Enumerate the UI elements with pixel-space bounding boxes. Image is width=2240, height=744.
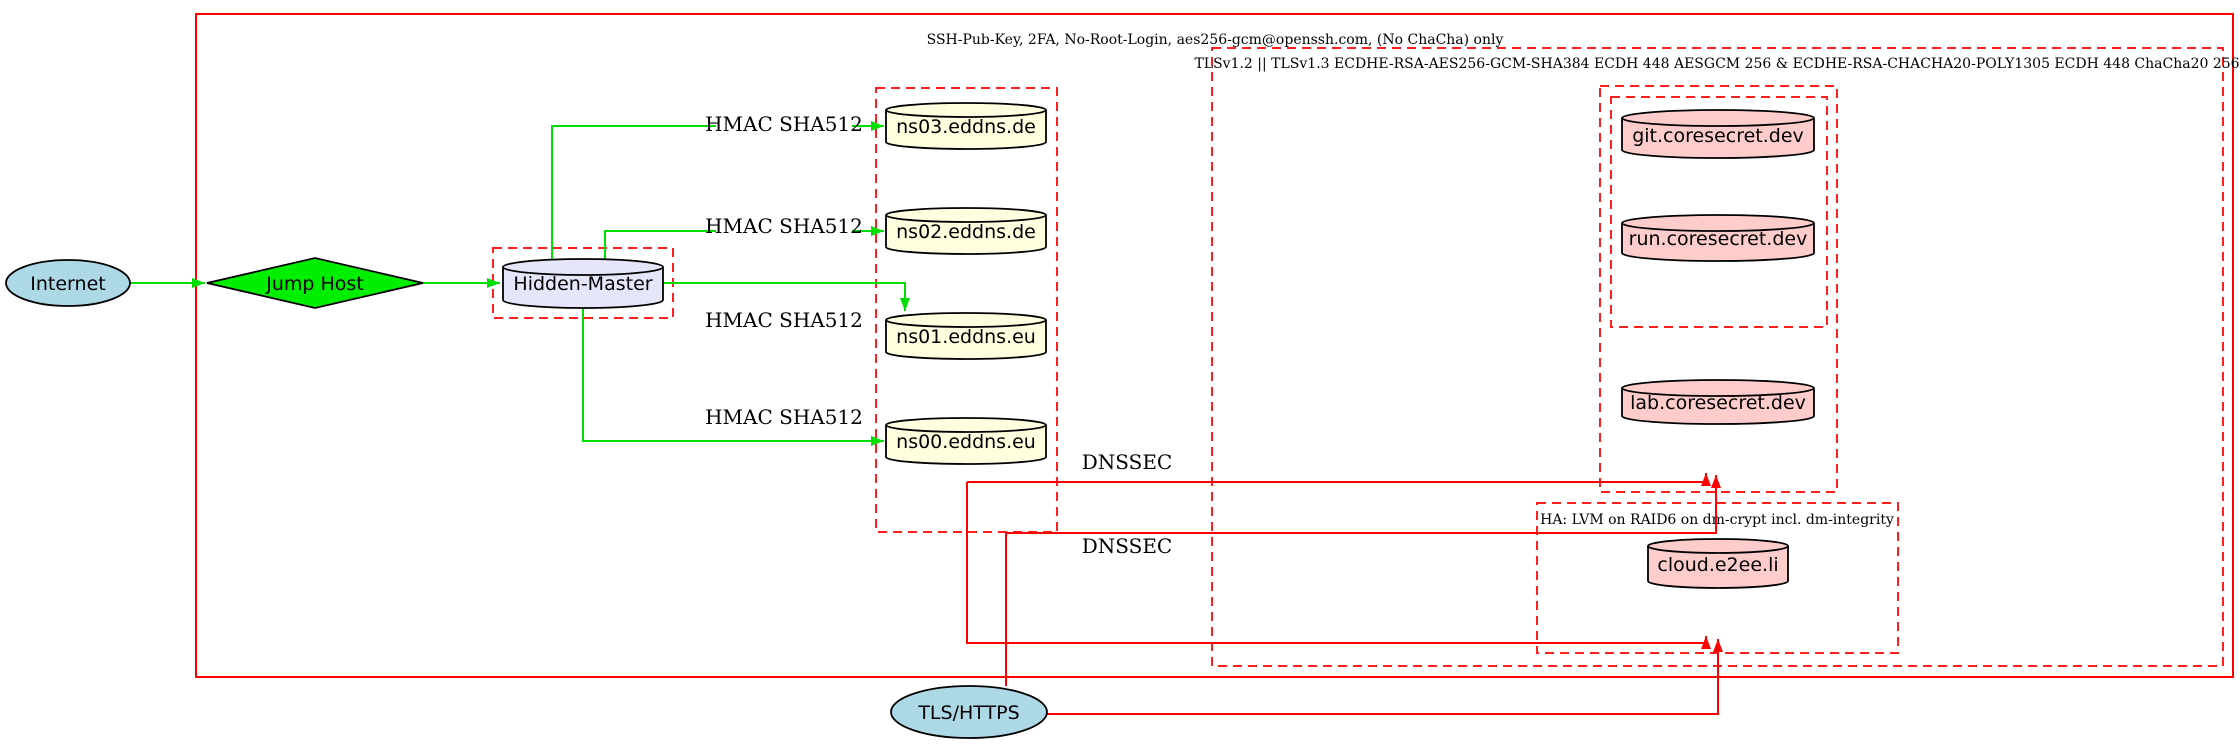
node-ns01: ns01.eddns.eu: [885, 312, 1047, 360]
edge-tls-lab-cluster: [1005, 475, 1721, 686]
node-ns00: ns00.eddns.eu: [885, 417, 1047, 465]
svg-text:ns01.eddns.eu: ns01.eddns.eu: [896, 326, 1036, 348]
svg-text:Internet: Internet: [30, 273, 105, 295]
edge-label-hmac-1: HMAC SHA512: [705, 112, 863, 136]
cluster-eddns-box: [875, 87, 1058, 533]
cluster-tls-label: TLSv1.2 || TLSv1.3 ECDHE-RSA-AES256-GCM-…: [1194, 56, 2239, 72]
edge-label-hmac-4: HMAC SHA512: [705, 405, 863, 429]
node-hidden-master: Hidden-Master: [502, 258, 664, 309]
svg-text:ns02.eddns.de: ns02.eddns.de: [896, 221, 1036, 243]
node-git-coresecret: git.coresecret.dev: [1621, 109, 1815, 159]
edge-label-hmac-2: HMAC SHA512: [705, 214, 863, 238]
cluster-coresecret-outer-box: [1599, 85, 1838, 493]
cluster-ha-label: HA: LVM on RAID6 on dm-crypt incl. dm-in…: [1540, 512, 1894, 528]
svg-text:HMAC SHA512: HMAC SHA512: [705, 214, 863, 238]
cluster-ssh-box: [195, 13, 2234, 678]
node-cloud-e2ee: cloud.e2ee.li: [1647, 538, 1789, 589]
edge-tls-ha-cluster: [1047, 639, 1723, 715]
svg-text:git.coresecret.dev: git.coresecret.dev: [1632, 125, 1804, 147]
svg-text:run.coresecret.dev: run.coresecret.dev: [1629, 228, 1808, 250]
edge-dnssec-lab-cluster: [967, 473, 1711, 486]
node-internet: Internet: [5, 259, 131, 307]
edge-hiddenmaster-ns03: [551, 121, 884, 260]
edge-label-dnssec-1: DNSSEC: [1082, 450, 1173, 474]
node-lab-coresecret: lab.coresecret.dev: [1621, 379, 1815, 425]
svg-text:ns00.eddns.eu: ns00.eddns.eu: [896, 431, 1036, 453]
cluster-coresecret-inner-box: [1610, 96, 1828, 328]
svg-text:ns03.eddns.de: ns03.eddns.de: [896, 116, 1036, 138]
svg-text:TLS/HTTPS: TLS/HTTPS: [917, 702, 1019, 724]
node-tls-https: TLS/HTTPS: [890, 685, 1048, 739]
svg-text:HMAC SHA512: HMAC SHA512: [705, 308, 863, 332]
edge-dnssec-ha-cluster: [966, 482, 1711, 649]
node-run-coresecret: run.coresecret.dev: [1621, 214, 1815, 262]
edge-hiddenmaster-ns00: [582, 308, 884, 446]
edge-label-hmac-3: HMAC SHA512: [705, 308, 863, 332]
node-ns03: ns03.eddns.de: [885, 102, 1047, 150]
edge-hiddenmaster-ns01: [663, 282, 910, 311]
edge-label-dnssec-2: DNSSEC: [1082, 534, 1173, 558]
cluster-ssh-label: SSH-Pub-Key, 2FA, No-Root-Login, aes256-…: [927, 32, 1504, 48]
svg-text:lab.coresecret.dev: lab.coresecret.dev: [1630, 392, 1806, 414]
node-jump-host: Jump Host: [206, 257, 424, 309]
svg-text:HMAC SHA512: HMAC SHA512: [705, 112, 863, 136]
svg-text:cloud.e2ee.li: cloud.e2ee.li: [1657, 554, 1778, 576]
node-ns02: ns02.eddns.de: [885, 207, 1047, 255]
svg-text:Hidden-Master: Hidden-Master: [513, 273, 652, 295]
svg-text:Jump Host: Jump Host: [265, 273, 364, 295]
svg-text:HMAC SHA512: HMAC SHA512: [705, 405, 863, 429]
